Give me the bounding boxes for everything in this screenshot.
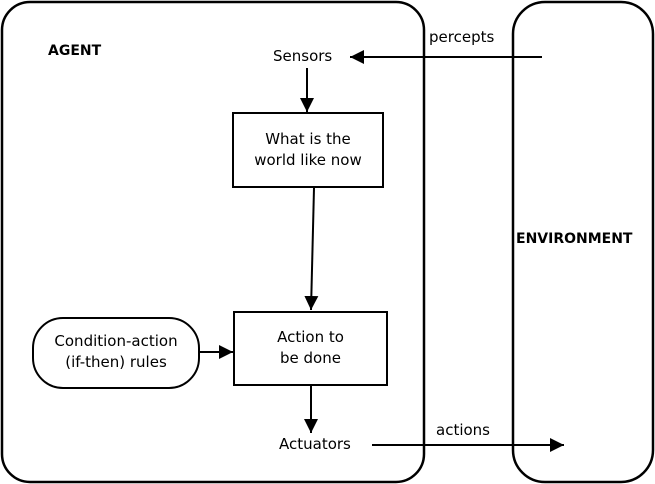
- percepts-label: percepts: [429, 28, 495, 46]
- world-state-line-1: What is the: [265, 130, 351, 148]
- rules-line-1: Condition-action: [54, 332, 178, 350]
- rules-line-2: (if-then) rules: [65, 353, 167, 371]
- agent-label: AGENT: [48, 43, 102, 59]
- action-box: [233, 311, 388, 386]
- actions-label: actions: [436, 421, 490, 439]
- world-state-line-2: world like now: [254, 151, 362, 169]
- action-line-1: Action to: [277, 328, 344, 346]
- environment-boundary: [511, 0, 655, 484]
- world-state-box: [232, 112, 384, 188]
- state-to-action-arrow: [304, 187, 319, 311]
- rules-text: Condition-action (if-then) rules: [33, 331, 199, 373]
- sensors-label: Sensors: [273, 47, 333, 65]
- action-text: Action to be done: [234, 327, 387, 369]
- rules-box: [32, 317, 200, 389]
- environment-label: ENVIRONMENT: [516, 231, 633, 247]
- actuators-label: Actuators: [279, 435, 351, 453]
- action-line-2: be done: [280, 349, 341, 367]
- agent-boundary: [0, 0, 426, 484]
- world-state-text: What is the world like now: [233, 129, 383, 171]
